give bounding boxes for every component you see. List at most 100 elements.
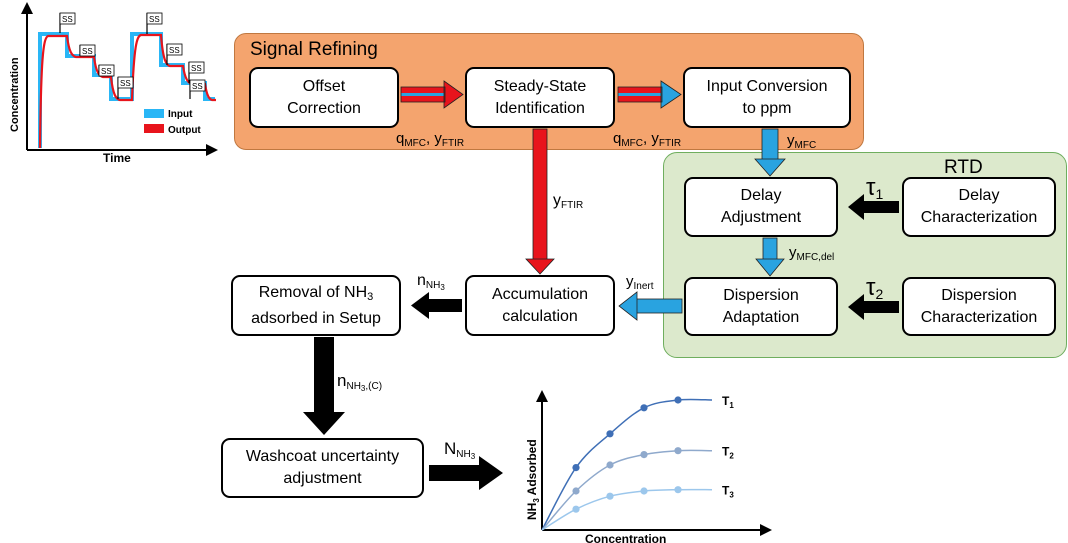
label-tau1: τ1 [866,176,883,206]
isotherm-series-label: T3 [722,484,734,500]
arrow-accum-to-removal [411,292,462,319]
sub-3: 3 [360,384,366,393]
sub-nh: NH [456,449,471,460]
sub-mfc: MFC [794,140,817,151]
var-y: y [434,130,442,147]
box-line: calculation [502,307,578,325]
sub-3: 3 [470,452,476,461]
arrow-removal-to-washcoat [303,337,345,435]
box-line: Offset [302,77,346,95]
arrow-washcoat-to-isotherm [429,456,503,490]
tau-sub: 2 [875,286,884,302]
var-y: y [787,132,795,149]
sub-3: 3 [440,283,445,292]
isotherm-point [572,505,580,513]
box-line: Washcoat uncertainty [245,448,400,465]
sub-inert: Inert [633,281,654,292]
isotherm-curve-1 [541,398,713,531]
input-conversion-box: Input Conversion to ppm [683,67,851,128]
ylabel-post: Adsorbed [525,439,539,498]
sub-ftir: FTIR [441,138,465,149]
mini-chart-ylabel: Concentration [9,57,21,132]
sub-nh: NH [346,381,361,392]
isotherm-point [640,451,648,459]
step-response-chart: SS SS SS SS SS SS SS SS Input Output Tim… [9,2,218,165]
ss-flag-label: SS [169,46,180,55]
box-line: Delay [958,187,1000,204]
label-yftir: yFTIR [553,192,583,215]
legend-output: Output [168,125,201,136]
arrow-ftir-down [525,128,555,275]
isotherm-series-label: T1 [722,394,734,410]
arrow-delay-to-dispersion [755,237,785,277]
label-yinert: yInert [626,273,654,296]
var-y: y [651,130,659,147]
arrow-delay-char-to-adjust [848,194,899,220]
box-line: Input Conversion [706,77,828,95]
box-line: adsorbed in Setup [251,309,381,327]
var-q: q [396,130,405,147]
sub-mfc-del: MFC,del [796,252,835,263]
isotherm-point [572,487,580,495]
label-qmfc-yftir-1: qMFC, yFTIR [396,130,464,153]
box-text: Removal of NH [258,283,368,301]
washcoat-box: Washcoat uncertainty adjustment [221,438,424,498]
box-line: adjustment [283,470,362,487]
var-y: y [626,273,634,290]
box-line: Identification [495,99,585,117]
arrow-disp-char-to-adapt [848,294,899,320]
box-line: Adaptation [722,308,800,326]
isotherm-point [640,404,648,412]
box-line: Dispersion [941,286,1017,304]
ylabel-sub: 3 [532,498,541,503]
label-tau2: τ2 [866,276,883,306]
var-y: y [553,192,561,209]
mini-chart-xlabel: Time [103,151,131,165]
isotherm-ylabel: NH3 Adsorbed [525,439,541,520]
var-q: q [613,130,622,147]
comma: , [426,130,431,147]
comma: , [643,130,648,147]
isotherm-curve-3 [541,488,713,531]
signal-refining-title: Signal Refining [250,39,378,60]
box-line: Adjustment [720,209,802,226]
ss-flag-label: SS [149,15,160,24]
isotherm-xlabel: Concentration [585,532,666,543]
arrow-offset-to-steady [400,80,464,109]
arrow-dispersion-to-accumulation [618,291,683,321]
label-N-nh3: NNH3 [444,440,475,466]
label-n-nh3: nNH3 [417,272,445,297]
isotherm-series-label: T2 [722,445,734,461]
ss-flag-label: SS [82,47,93,56]
sub-ftir: FTIR [658,138,682,149]
box-line: Dispersion [723,286,799,304]
isotherm-point [674,396,682,404]
box-line: Correction [287,99,361,117]
sub-c: ,(C) [365,381,383,392]
box-line: to ppm [742,99,792,117]
ss-flag-label: SS [191,64,202,73]
ss-flag-label: SS [120,79,131,88]
box-line: Steady-State [493,77,587,95]
var-n: n [337,371,347,390]
var-y: y [789,244,797,261]
label-n-nh3-c: nNH3,(C) [337,372,382,398]
isotherm-point [606,461,614,469]
ss-flag-group [59,12,206,99]
ss-flag-label: SS [101,67,112,76]
var-n: n [417,272,426,289]
legend-swatch-output [144,124,164,133]
legend-input: Input [168,109,193,120]
tau-symbol: τ [866,174,876,201]
sub-ftir: FTIR [561,200,584,211]
box-line: Characterization [920,308,1038,326]
box-line: Characterization [920,209,1038,226]
